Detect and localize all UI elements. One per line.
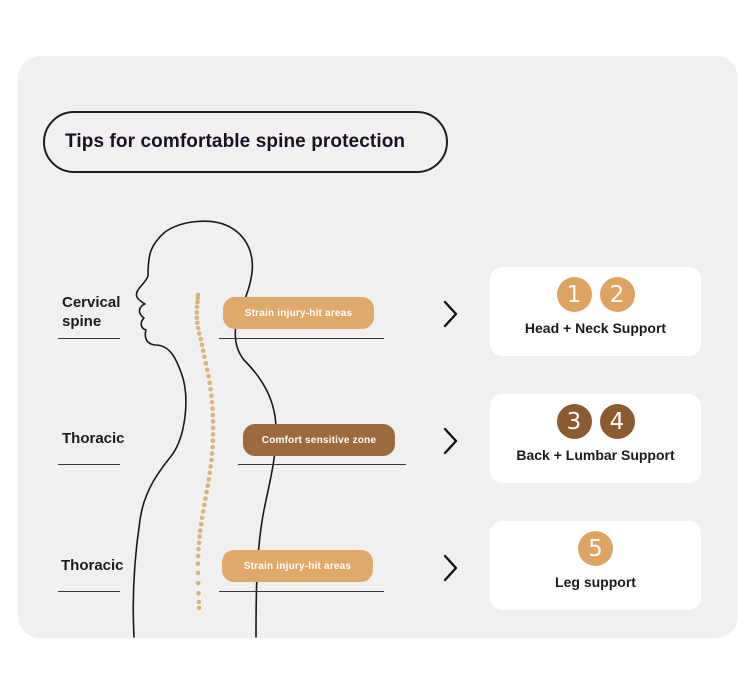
spine-dot — [210, 438, 216, 444]
number-badge: 4 — [599, 404, 635, 439]
number-badge: 5 — [578, 531, 613, 566]
spine-dot — [207, 470, 213, 476]
underline-right — [219, 338, 384, 339]
tag-label: Strain injury-hit areas — [243, 560, 352, 572]
region-label-line2: spine — [62, 313, 102, 330]
tag-label: Strain injury-hit areas — [244, 307, 353, 319]
spine-dot — [195, 581, 201, 586]
spine-dot — [195, 553, 201, 559]
spine-dot — [208, 464, 213, 469]
spine-dot — [206, 374, 211, 379]
card-label: Head + Neck Support — [524, 320, 667, 336]
spine-dot — [209, 457, 214, 463]
spine-dot — [202, 354, 207, 360]
number-badges: 3 4 — [490, 404, 701, 439]
spine-dot — [197, 331, 202, 336]
region-label-thoracic: Thoracic — [62, 429, 125, 448]
spine-dot — [202, 502, 207, 508]
spine-dot — [195, 299, 200, 305]
tag-strain-injury: Strain injury-hit areas — [222, 550, 373, 582]
spine-dot — [199, 342, 205, 348]
support-card-leg: 5 Leg support — [490, 521, 701, 610]
title-pill: Tips for comfortable spine protection — [43, 111, 448, 173]
spine-dot — [204, 489, 209, 495]
spine-dot — [210, 432, 216, 437]
underline-right — [238, 464, 406, 465]
support-card-head-neck: 1 2 Head + Neck Support — [490, 267, 701, 356]
number-badge: 2 — [599, 277, 635, 312]
region-label-thoracic-lower: Thoracic — [61, 556, 124, 575]
spine-dot — [197, 534, 202, 539]
spine-dot — [206, 477, 211, 482]
spine-dot — [207, 380, 212, 386]
number-badges: 5 — [490, 531, 701, 566]
chevron-right-icon — [443, 300, 458, 328]
spine-dot — [208, 387, 213, 392]
spine-dots — [194, 292, 216, 611]
spine-dot — [198, 522, 204, 527]
spine-dot — [196, 605, 202, 611]
underline-right — [219, 591, 384, 592]
spine-dot — [204, 367, 210, 373]
spine-dot — [196, 599, 202, 605]
card-label: Back + Lumbar Support — [516, 447, 675, 463]
spine-dot — [210, 425, 216, 431]
spine-dot — [203, 360, 209, 366]
card-label: Leg support — [555, 574, 636, 590]
spine-dot — [195, 320, 200, 326]
spine-dot — [196, 591, 201, 596]
underline-left — [58, 591, 120, 592]
spine-dot — [195, 325, 201, 331]
spine-dot — [198, 528, 203, 533]
spine-dot — [194, 315, 200, 321]
underline-left — [58, 338, 120, 339]
spine-dot — [210, 419, 216, 424]
region-label-line1: Cervical — [62, 294, 121, 311]
spine-dot — [209, 399, 215, 405]
body-outline — [132, 220, 277, 638]
spine-dot — [210, 412, 216, 418]
spine-dot — [195, 561, 201, 566]
spine-dot — [209, 393, 214, 399]
spine-dot — [194, 304, 200, 310]
chevron-right-icon — [443, 554, 458, 582]
number-badge: 1 — [556, 277, 592, 312]
region-label-line1: Thoracic — [62, 430, 125, 447]
tag-comfort-zone: Comfort sensitive zone — [243, 424, 395, 456]
spine-dot — [198, 336, 203, 342]
spine-dot — [209, 451, 215, 456]
spine-dot — [200, 509, 206, 514]
spine-dot — [196, 546, 201, 552]
spine-dot — [210, 444, 215, 450]
spine-dot — [203, 496, 208, 501]
region-label-line1: Thoracic — [61, 557, 124, 574]
spine-dot — [199, 515, 205, 521]
spine-dot — [210, 406, 215, 411]
region-label-cervical: Cervical spine — [62, 293, 120, 331]
number-badges: 1 2 — [490, 277, 701, 312]
spine-dot — [200, 348, 206, 354]
spine-dot — [196, 540, 202, 545]
number-badge: 3 — [556, 404, 592, 439]
tag-label: Comfort sensitive zone — [261, 434, 377, 446]
spine-dot — [194, 310, 200, 315]
chevron-right-icon — [443, 427, 458, 455]
support-card-back-lumbar: 3 4 Back + Lumbar Support — [490, 394, 701, 483]
tag-strain-injury: Strain injury-hit areas — [223, 297, 374, 329]
page-title: Tips for comfortable spine protection — [65, 131, 406, 152]
spine-dot — [205, 483, 210, 489]
spine-dot — [195, 295, 201, 301]
spine-dot — [195, 570, 201, 576]
underline-left — [58, 464, 120, 465]
